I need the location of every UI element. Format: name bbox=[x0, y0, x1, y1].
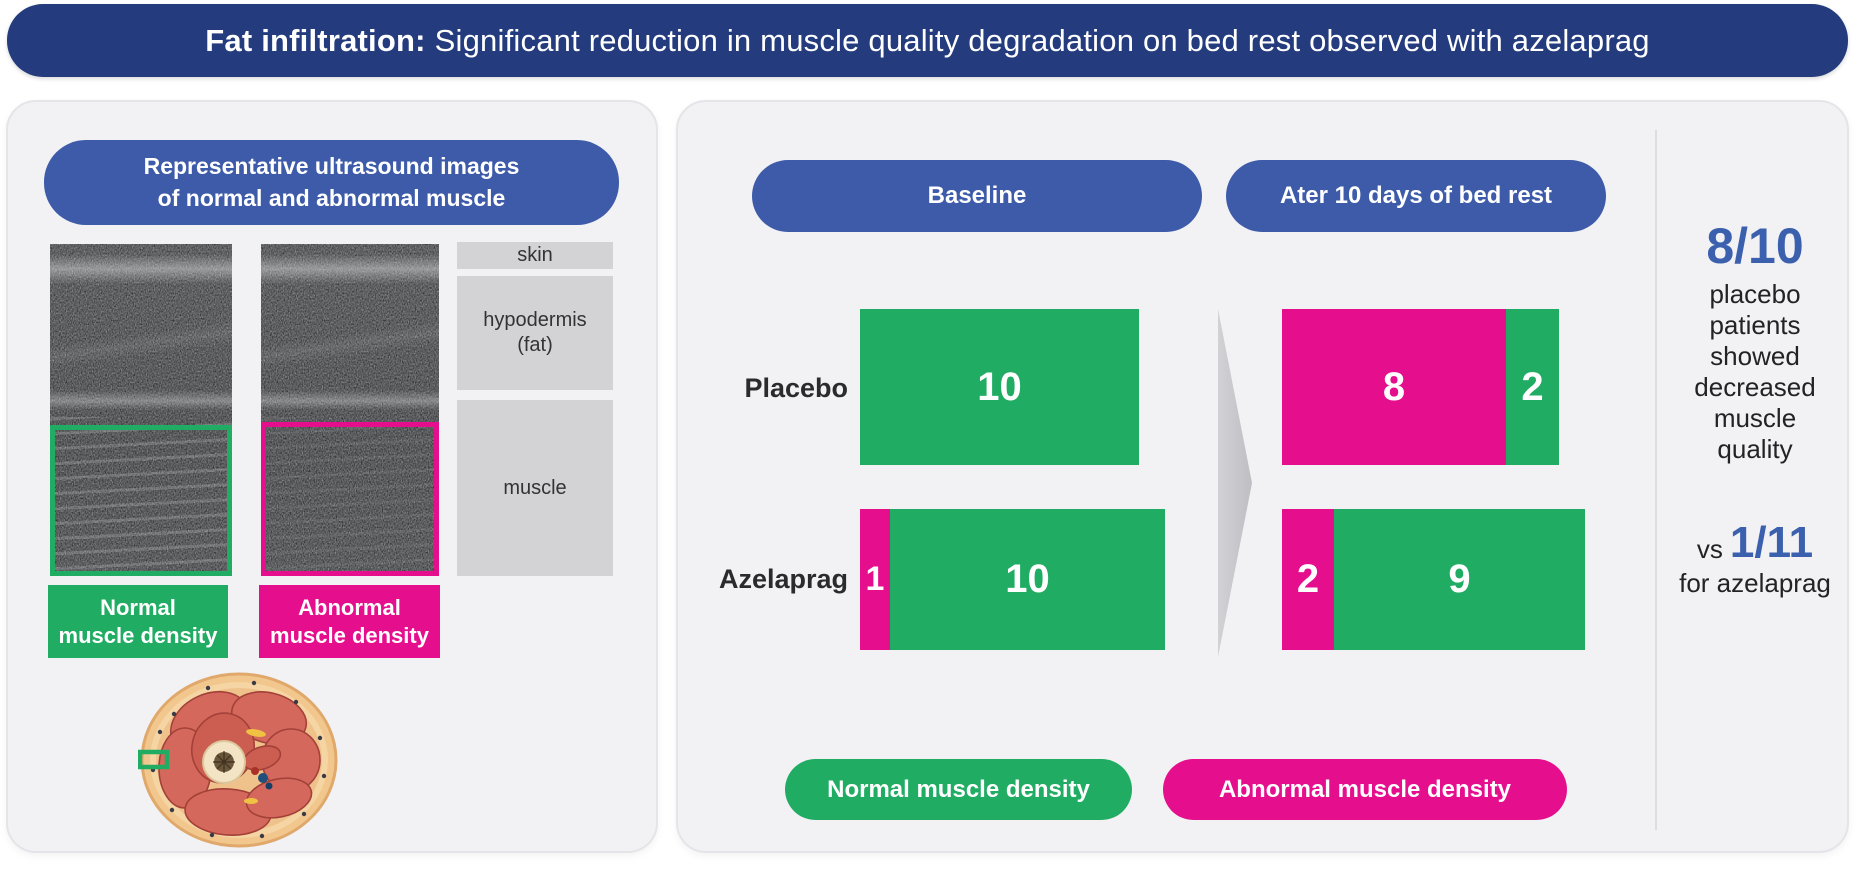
normal-muscle-region-outline bbox=[50, 425, 232, 576]
bar-segment-value: 2 bbox=[1521, 364, 1544, 409]
ultrasound-speckle bbox=[261, 244, 439, 576]
bar-segment-abnormal: 1 bbox=[860, 509, 890, 650]
stats-column: 8/10 placebo patients showed decreased m… bbox=[1670, 220, 1840, 599]
bar-segment-normal: 9 bbox=[1334, 509, 1585, 650]
bar-segment-abnormal: 8 bbox=[1282, 309, 1506, 465]
stat-placebo-ratio: 8/10 bbox=[1706, 218, 1804, 274]
row-label-azelaprag: Azelaprag bbox=[718, 564, 848, 594]
transition-arrow-icon bbox=[1218, 309, 1252, 657]
stat-vs-prefix: vs bbox=[1696, 534, 1723, 565]
stats-divider bbox=[1655, 130, 1657, 830]
normal-density-label: Normal muscle density bbox=[48, 585, 228, 658]
bar-segment-value: 1 bbox=[865, 560, 885, 598]
bar-placebo-baseline: 10 bbox=[860, 309, 1139, 465]
stat-azelaprag-ratio: 1/11 bbox=[1729, 517, 1814, 567]
sample-region-marker bbox=[138, 749, 170, 770]
column-header-baseline: Baseline bbox=[752, 160, 1202, 232]
bar-azelaprag-after: 2 9 bbox=[1282, 509, 1585, 650]
layer-label-muscle: muscle bbox=[457, 400, 613, 576]
title-banner-text: Significant reduction in muscle quality … bbox=[434, 22, 1650, 58]
bar-segment-value: 10 bbox=[1005, 557, 1050, 601]
ultrasound-image-normal bbox=[50, 244, 232, 576]
muscle-cross-section-illustration bbox=[138, 672, 338, 848]
bar-segment-value: 9 bbox=[1448, 557, 1471, 601]
ultrasound-panel-header: Representative ultrasound images of norm… bbox=[44, 140, 619, 225]
title-banner-bold: Fat infiltration: bbox=[205, 22, 426, 58]
row-label-placebo: Placebo bbox=[744, 373, 848, 403]
legend-abnormal-density: Abnormal muscle density bbox=[1163, 759, 1567, 820]
bar-segment-value: 2 bbox=[1296, 557, 1320, 601]
bar-segment-normal: 10 bbox=[890, 509, 1165, 650]
legend-normal-density: Normal muscle density bbox=[785, 759, 1132, 820]
layer-label-hypodermis: hypodermis (fat) bbox=[457, 276, 613, 390]
results-panel: Baseline Ater 10 days of bed rest Placeb… bbox=[676, 100, 1849, 853]
column-header-after-bed-rest: Ater 10 days of bed rest bbox=[1226, 160, 1606, 232]
stat-placebo-caption: placebo patients showed decreased muscle… bbox=[1694, 278, 1816, 465]
stat-azelaprag-caption: for azelaprag bbox=[1679, 567, 1831, 598]
bar-segment-value: 10 bbox=[977, 364, 1022, 409]
bar-segment-normal: 2 bbox=[1506, 309, 1559, 465]
ultrasound-panel: Representative ultrasound images of norm… bbox=[6, 100, 658, 853]
ultrasound-image-abnormal bbox=[261, 244, 439, 576]
ultrasound-speckle bbox=[50, 244, 232, 576]
title-banner: Fat infiltration: Significant reduction … bbox=[7, 4, 1848, 77]
bar-segment-normal: 10 bbox=[860, 309, 1139, 465]
bar-placebo-after: 8 2 bbox=[1282, 309, 1559, 465]
abnormal-density-label: Abnormal muscle density bbox=[259, 585, 440, 658]
bar-segment-value: 8 bbox=[1382, 364, 1406, 409]
bar-azelaprag-baseline: 1 10 bbox=[860, 509, 1165, 650]
abnormal-muscle-region-outline bbox=[261, 422, 439, 576]
bar-segment-abnormal: 2 bbox=[1282, 509, 1334, 650]
stat-azelaprag-ratio-row: vs 1/11 bbox=[1696, 517, 1814, 567]
layer-label-skin: skin bbox=[457, 242, 613, 269]
